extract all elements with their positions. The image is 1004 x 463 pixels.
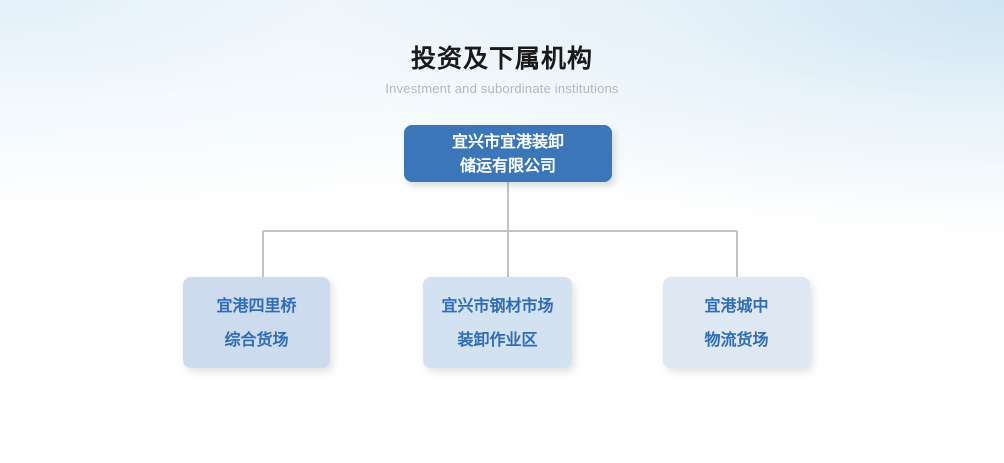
page-subtitle: Investment and subordinate institutions: [385, 81, 619, 96]
org-node-child-2-line-1: 宜兴市钢材市场: [441, 295, 554, 315]
org-node-child-3[interactable]: 宜港城中 物流货场: [663, 277, 810, 368]
org-node-child-2[interactable]: 宜兴市钢材市场 装卸作业区: [423, 277, 572, 368]
org-node-child-3-line-1: 宜港城中: [704, 295, 769, 315]
org-node-child-2-line-2: 装卸作业区: [457, 329, 538, 349]
org-node-child-1-line-1: 宜港四里桥: [216, 295, 297, 315]
org-node-child-3-line-2: 物流货场: [704, 329, 769, 349]
org-node-root-line-1: 宜兴市宜港装卸: [451, 131, 564, 151]
org-node-root-line-2: 储运有限公司: [459, 155, 556, 175]
page-title: 投资及下属机构: [410, 44, 593, 73]
page-heading: 投资及下属机构 Investment and subordinate insti…: [0, 44, 1004, 97]
org-node-child-1[interactable]: 宜港四里桥 综合货场: [183, 277, 330, 368]
org-node-root[interactable]: 宜兴市宜港装卸 储运有限公司: [404, 125, 612, 182]
org-node-child-1-line-2: 综合货场: [224, 329, 289, 349]
